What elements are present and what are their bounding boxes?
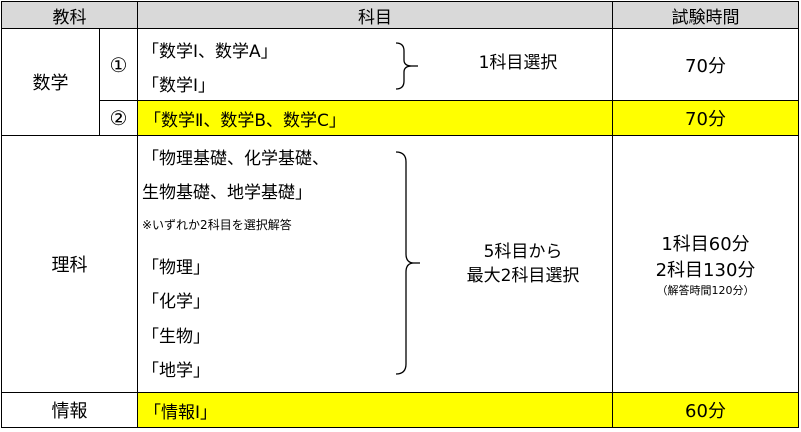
info-subjects: 「情報Ⅰ」: [137, 392, 613, 428]
subject-chemistry: 「化学」: [142, 292, 210, 312]
subject-earth-science: 「地学」: [142, 361, 210, 381]
math-area-label: 数学: [1, 28, 100, 136]
subject-math-1: 「数学Ⅰ」: [142, 76, 216, 96]
science-row: 理科 「物理基礎、化学基礎、 生物基礎、地学基礎」 ※いずれか2科目を選択解答 …: [1, 135, 799, 393]
subject-math-1a: 「数学Ⅰ、数学A」: [142, 42, 278, 62]
math-group2-number: ②: [99, 100, 138, 136]
math-group1-subjects: 「数学Ⅰ、数学A」 「数学Ⅰ」 1科目選択: [137, 28, 613, 101]
science-time: 1科目60分 2科目130分 （解答時間120分）: [612, 135, 799, 393]
science-selection: 5科目から 最大2科目選択: [438, 240, 608, 288]
header-exam-time: 試験時間: [612, 1, 799, 29]
science-selection-line2: 最大2科目選択: [466, 266, 580, 286]
table-header-row: 教科 科目 試験時間: [1, 1, 799, 29]
subject-biology: 「生物」: [142, 327, 210, 347]
math-group2-row: ② 「数学Ⅱ、数学B、数学C」 70分: [2, 100, 799, 136]
info-row: 情報 「情報Ⅰ」 60分: [1, 392, 799, 428]
subject-info-1: 「情報Ⅰ」: [144, 402, 218, 423]
curly-brace-icon: [395, 42, 418, 90]
subject-physics: 「物理」: [142, 258, 210, 278]
subject-basic-line2: 生物基礎、地学基礎」: [142, 183, 312, 203]
science-time-one: 1科目60分: [661, 234, 750, 255]
science-area-label: 理科: [1, 135, 138, 393]
science-selection-line1: 5科目から: [483, 242, 563, 262]
curly-brace-icon: [395, 151, 420, 375]
math-group2-subjects: 「数学Ⅱ、数学B、数学C」: [137, 100, 613, 136]
math-group1-selection: 1科目選択: [478, 53, 558, 73]
math-group1-time: 70分: [612, 28, 799, 101]
math-group1-number: ①: [99, 28, 138, 101]
science-subjects: 「物理基礎、化学基礎、 生物基礎、地学基礎」 ※いずれか2科目を選択解答 「物理…: [137, 135, 613, 393]
info-time: 60分: [612, 392, 799, 428]
subject-math-2bc: 「数学Ⅱ、数学B、数学C」: [144, 110, 346, 131]
header-subjects: 科目: [137, 1, 613, 29]
subject-basic-line1: 「物理基礎、化学基礎、: [142, 149, 329, 169]
math-group2-time: 70分: [612, 100, 799, 136]
header-subject-area: 教科: [1, 1, 138, 29]
science-time-two: 2科目130分: [655, 260, 756, 281]
science-time-note: （解答時間120分）: [656, 284, 755, 297]
math-group1-row: 数学 ① 「数学Ⅰ、数学A」 「数学Ⅰ」 1科目選択 70分: [1, 28, 799, 136]
info-area-label: 情報: [1, 392, 138, 428]
science-basic-note: ※いずれか2科目を選択解答: [142, 218, 292, 232]
